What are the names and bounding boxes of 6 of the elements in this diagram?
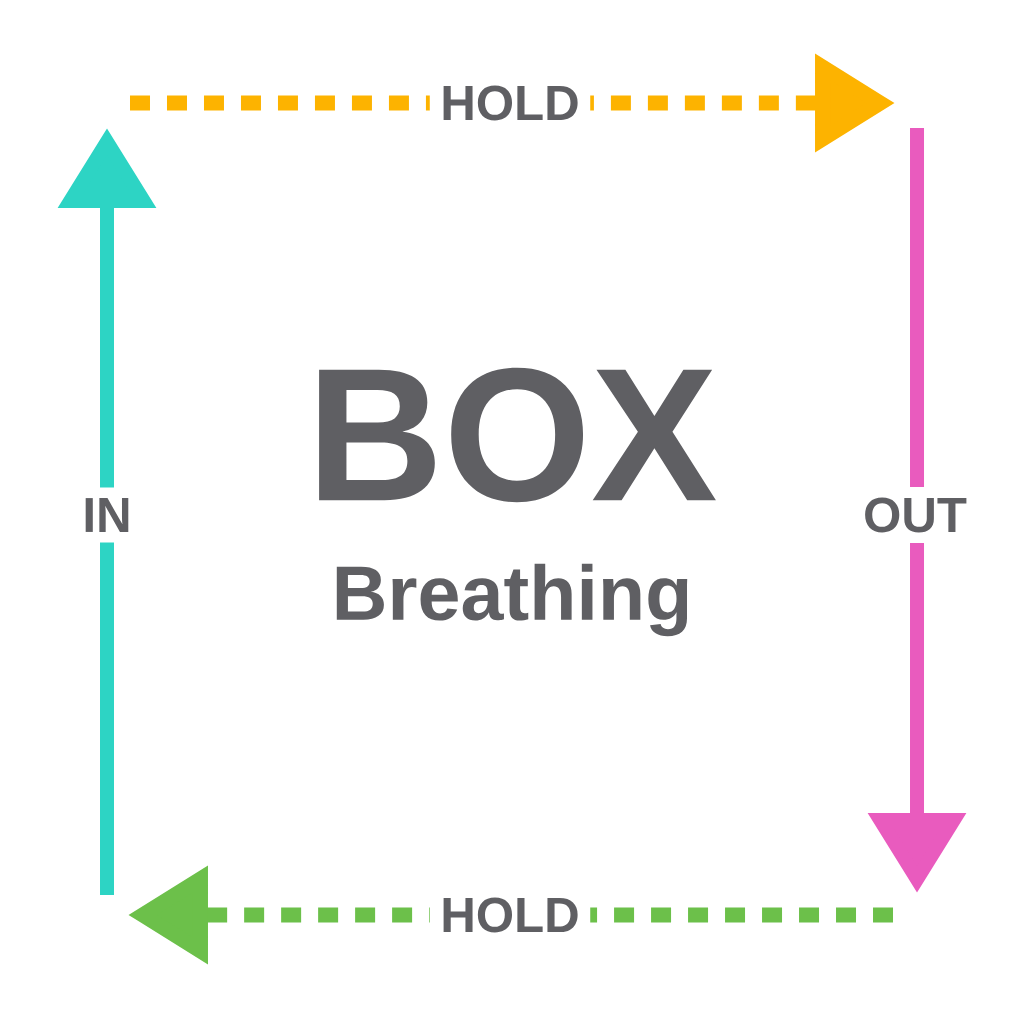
phase-label: HOLD bbox=[429, 75, 591, 131]
title: BOX bbox=[319, 367, 716, 503]
subtitle: Breathing bbox=[336, 563, 688, 637]
phase-label: OUT bbox=[852, 487, 978, 543]
phase-label: HOLD bbox=[429, 887, 591, 943]
phase-label: IN bbox=[71, 487, 143, 543]
